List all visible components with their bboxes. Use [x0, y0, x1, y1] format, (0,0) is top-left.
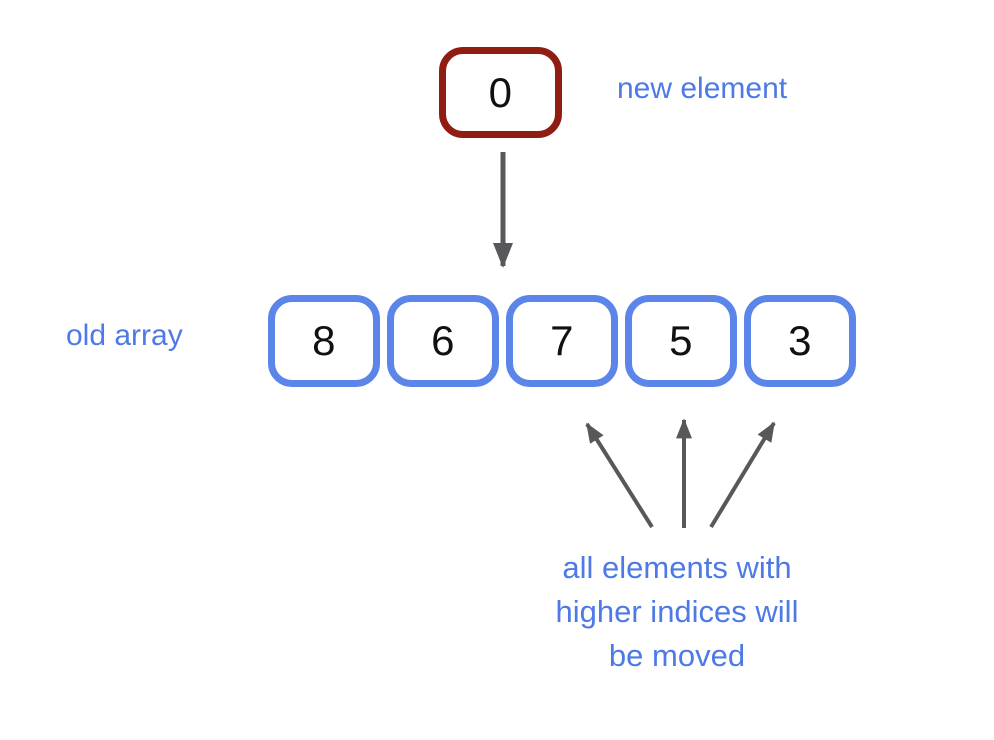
array-cell: 6	[387, 295, 499, 387]
array-cell-value: 3	[788, 317, 812, 364]
array-cell-value: 6	[431, 317, 455, 364]
annotation-line-3: be moved	[608, 638, 746, 673]
shift-arrow-right-icon	[709, 421, 776, 529]
array-cell: 3	[744, 295, 856, 387]
array-cell-value: 8	[312, 317, 336, 364]
annotation-line-1: all elements with	[562, 550, 792, 585]
shift-arrow-left-icon	[585, 422, 654, 529]
old-array-label: old array	[66, 319, 183, 352]
old-array-row: 8 6 7 5 3	[268, 295, 856, 387]
array-cell: 7	[506, 295, 618, 387]
array-cell-value: 7	[550, 317, 574, 364]
new-element-label: new element	[617, 72, 788, 105]
annotation-line-2: higher indices will	[555, 594, 799, 629]
array-cell: 8	[268, 295, 380, 387]
array-cell: 5	[625, 295, 737, 387]
new-element-box: 0	[439, 47, 562, 138]
new-element-value: 0	[488, 68, 513, 116]
shift-annotation: all elements with higher indices will be…	[477, 546, 877, 678]
array-cell-value: 5	[669, 317, 693, 364]
